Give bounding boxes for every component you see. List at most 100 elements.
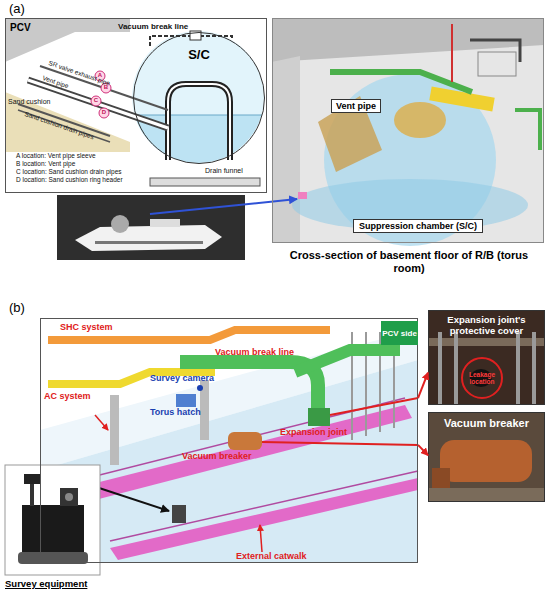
torus-room-panel: Cross-section of basement floor of R/B (… (272, 18, 544, 243)
system-label: SHC system (60, 323, 113, 333)
ac-pipe (48, 372, 215, 384)
photo-caption: Vacuum breaker (433, 417, 540, 429)
panel-background (272, 18, 544, 243)
robot-lens (65, 493, 73, 501)
drain-funnel (150, 178, 260, 186)
photo-background (428, 310, 545, 405)
pipe-label: Vent pipe (42, 74, 70, 90)
photo-background (57, 195, 245, 260)
deck-box (150, 219, 180, 227)
chamber-label: S/C (134, 47, 264, 62)
chamber-circle: S/C (133, 32, 265, 164)
callout-circle (99, 108, 109, 118)
connector-arrow (418, 373, 428, 398)
survey-robot-photo (5, 465, 100, 575)
drain-pipe (18, 110, 110, 142)
green-pipe (515, 110, 540, 150)
photo-bar (532, 332, 536, 405)
photo-bar (438, 332, 442, 405)
vent-pipe-sleeve (298, 192, 307, 199)
vacuum-breaker-photo (428, 412, 545, 502)
location-note: C location: Sand cushion drain pipes (16, 168, 122, 175)
vent-pipe-end (394, 102, 446, 138)
leak-circle: Leakage location (461, 357, 503, 399)
leader-line (262, 442, 418, 445)
camera-dome (111, 215, 129, 233)
panel-letter: (a) (9, 1, 25, 16)
location-note: D location: Sand cushion ring header (16, 176, 123, 183)
part-label: External catwalk (236, 552, 307, 562)
side-label: PCV side (382, 329, 417, 338)
leader-arrow (260, 525, 262, 552)
photo-pipe (428, 338, 545, 346)
pcv-schematic (5, 18, 267, 193)
expansion-joint (308, 408, 330, 426)
water-level (134, 115, 262, 116)
callout-box: Vent pipe (331, 99, 381, 113)
vacuum-breaker (228, 432, 262, 450)
hull-stripe (95, 241, 203, 244)
location-note: B location: Vent pipe (16, 160, 75, 167)
pool-water (292, 179, 528, 231)
callout-text: Suppression chamber (S/C) (359, 221, 477, 231)
boat-hull (75, 225, 222, 251)
photo-background (5, 465, 100, 575)
panel-caption: Cross-section of basement floor of R/B (… (283, 249, 535, 275)
vent-header-inner (168, 84, 230, 160)
callout-letter: C (93, 97, 99, 104)
side-tag: PCV side (381, 321, 418, 345)
survey-camera (197, 385, 203, 391)
torus-hatch (176, 394, 196, 407)
photo-bars (440, 332, 534, 405)
panel-letter: (b) (9, 300, 25, 315)
leader-line (330, 398, 418, 415)
callout-box: Suppression chamber (S/C) (353, 219, 483, 233)
expansion-joint-photo (428, 310, 545, 405)
photo-floor (428, 488, 545, 502)
grating (478, 52, 516, 76)
callout-letter: B (103, 84, 109, 91)
pointer-arrow (90, 485, 169, 511)
part-label: Drain funnel (205, 167, 243, 175)
leader-arrow (95, 415, 108, 430)
suppression-chamber (132, 31, 264, 163)
photo-box: Expansion joint's protective coverLeakag… (428, 310, 545, 405)
part-label: Expansion joint (280, 428, 347, 438)
ceiling (272, 18, 544, 62)
photo-caption: Expansion joint's protective cover (433, 314, 540, 336)
callout-letter: D (101, 109, 107, 116)
pcv-concrete (5, 18, 130, 62)
vent-header (168, 84, 230, 160)
photo-bar (516, 332, 520, 405)
callout-letter: A (97, 72, 103, 79)
sand-cushion (5, 92, 130, 152)
photo-background (428, 412, 545, 502)
leak-label: Leakage location (463, 371, 501, 385)
robot-sensor (60, 488, 78, 506)
vent-pipe-cone (318, 96, 382, 172)
part-label: Vacuum breaker (182, 452, 252, 462)
panel-background (5, 18, 267, 193)
red-pipe (451, 24, 453, 82)
pipe-label: Vacuum break line (118, 23, 188, 32)
robot-body (22, 505, 84, 557)
support (110, 395, 119, 465)
part-label: Survey camera (150, 374, 214, 384)
green-pipe (330, 72, 472, 92)
callout-circle (91, 96, 101, 106)
part-label: Vacuum break line (215, 348, 294, 358)
photo-caption: Survey equipment (5, 578, 87, 589)
robot-icon (172, 505, 186, 523)
photo-box: Vacuum breaker (428, 412, 545, 502)
region-label: PCV (10, 22, 31, 33)
location-note: A location: Vent pipe sleeve (16, 152, 96, 159)
vacuum-break-pipe (295, 350, 400, 372)
photo-box: Survey equipment (5, 465, 100, 575)
pipe-label: Sand cushion drain pipes (24, 110, 95, 141)
pointer-arrow (150, 199, 297, 214)
